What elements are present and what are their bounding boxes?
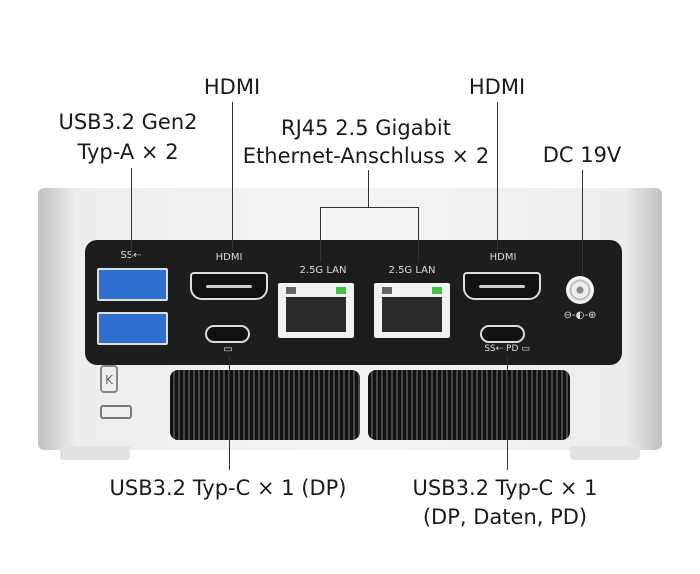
label-usb-a-line2: Typ-A × 2	[77, 140, 179, 164]
label-rj45-line1: RJ45 2.5 Gigabit	[281, 116, 451, 140]
hdmi-port-left	[190, 272, 268, 300]
vent-left	[170, 370, 360, 440]
hdmi-left-panel-label: HDMI	[215, 252, 243, 263]
usbc-port-right	[480, 325, 525, 343]
leader-usbc-right	[507, 356, 508, 470]
label-hdmi-right: HDMI	[468, 75, 526, 99]
leader-usbc-left	[229, 356, 230, 470]
label-usbc-left: USB3.2 Typ-C × 1 (DP)	[109, 476, 347, 500]
lock-slot	[100, 405, 132, 419]
leader-hdmi-left	[232, 102, 233, 250]
hdmi-port-right	[463, 272, 541, 300]
usb-a-port-1	[97, 268, 168, 301]
leader-dc	[582, 170, 583, 275]
label-dc: DC 19V	[542, 143, 622, 167]
leader-hdmi-right	[497, 102, 498, 250]
lan1-panel-label: 2.5G LAN	[299, 265, 347, 276]
label-hdmi-left: HDMI	[203, 75, 261, 99]
leader-usb-a	[131, 168, 132, 258]
foot-right	[570, 446, 640, 460]
vent-right	[368, 370, 570, 440]
leader-rj45	[368, 170, 369, 207]
lan2-panel-label: 2.5G LAN	[388, 265, 436, 276]
dc-polarity-symbol: ⊖-◐-⊕	[563, 310, 597, 321]
usbc-port-left	[205, 325, 250, 343]
leader-rj45-left	[320, 207, 321, 262]
dc-jack	[566, 276, 594, 304]
hdmi-right-panel-label: HDMI	[489, 252, 517, 263]
label-rj45-line2: Ethernet-Anschluss × 2	[242, 144, 490, 168]
usb-a-port-2	[97, 312, 168, 345]
label-usbc-right-line1: USB3.2 Typ-C × 1	[412, 476, 598, 500]
display-icon: ▭	[223, 344, 233, 355]
label-usb-a-line1: USB3.2 Gen2	[58, 110, 198, 134]
kensington-lock-icon: K	[100, 365, 118, 393]
leader-rj45-bracket	[320, 207, 418, 208]
usbc-right-symbols: SS⇠ PD ▭	[484, 344, 530, 354]
lan-port-2	[374, 283, 450, 338]
foot-left	[60, 446, 130, 460]
leader-rj45-right	[418, 207, 419, 262]
lan-port-1	[278, 283, 354, 338]
label-usbc-right-line2: (DP, Daten, PD)	[422, 505, 588, 529]
